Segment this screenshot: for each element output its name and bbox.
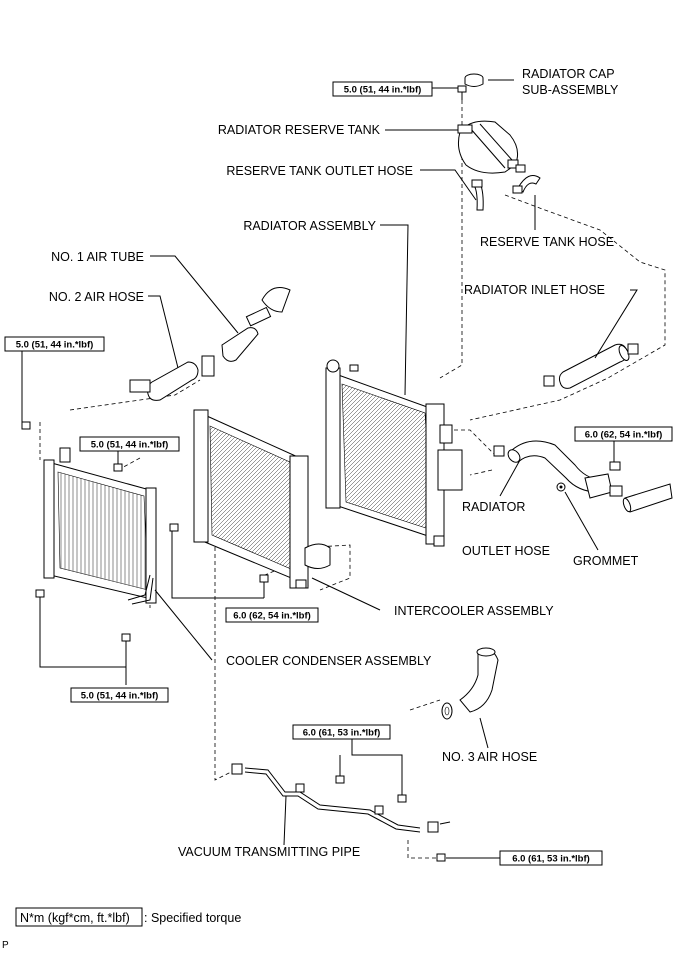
- reserve-tank-outlet-hose[interactable]: [471, 179, 484, 211]
- pipe-bolt-lower[interactable]: [436, 853, 446, 862]
- part-labels: RADIATOR CAP SUB-ASSEMBLY RADIATOR RESER…: [49, 67, 639, 859]
- grommet[interactable]: [556, 482, 566, 492]
- label-reserve-tank-outlet-hose: RESERVE TANK OUTLET HOSE: [226, 164, 413, 178]
- torque-box-intercooler-bolt: 6.0 (62, 54 in.*lbf): [225, 607, 319, 623]
- label-no1-air-tube: NO. 1 AIR TUBE: [51, 250, 144, 264]
- cooler-condenser-assembly[interactable]: [43, 447, 157, 605]
- svg-text:5.0 (51, 44 in.*lbf): 5.0 (51, 44 in.*lbf): [91, 440, 169, 451]
- leader-lines: [21, 79, 638, 859]
- label-radiator-cap-line1: RADIATOR CAP: [522, 67, 615, 81]
- label-no2-air-hose: NO. 2 AIR HOSE: [49, 290, 144, 304]
- outlet-extension-hose[interactable]: [622, 483, 673, 513]
- label-radiator-inlet-hose: RADIATOR INLET HOSE: [464, 283, 605, 297]
- torque-box-cap-bolt: 5.0 (51, 44 in.*lbf): [332, 81, 433, 97]
- radiator-outlet-hose[interactable]: [493, 440, 623, 499]
- label-reserve-tank-hose: RESERVE TANK HOSE: [480, 235, 614, 249]
- vacuum-transmitting-pipe[interactable]: [231, 763, 451, 833]
- label-radiator-reserve-tank: RADIATOR RESERVE TANK: [218, 123, 381, 137]
- cap-bolt[interactable]: [457, 85, 467, 100]
- footer-code: P: [2, 940, 9, 951]
- torque-box-condenser-bottom-bolt: 5.0 (51, 44 in.*lbf): [70, 687, 169, 703]
- radiator-assembly[interactable]: [325, 359, 463, 547]
- intercooler-assembly[interactable]: [193, 409, 331, 589]
- condenser-bottom-bolt[interactable]: [121, 633, 131, 642]
- condenser-left-bolt[interactable]: [21, 421, 45, 598]
- torque-box-outlet-bracket-bolt: 6.0 (62, 54 in.*lbf): [574, 426, 673, 442]
- svg-text:6.0 (62, 54 in.*lbf): 6.0 (62, 54 in.*lbf): [233, 611, 311, 622]
- legend-unit: N*m (kgf*cm, ft.*lbf): [20, 911, 130, 925]
- pipe-bolt-upper[interactable]: [335, 775, 407, 803]
- reserve-tank-hose[interactable]: [512, 164, 541, 194]
- legend-text: : Specified torque: [144, 911, 241, 925]
- radiator-inlet-hose[interactable]: [543, 343, 639, 389]
- torque-box-pipe-bolt-upper: 6.0 (61, 53 in.*lbf): [292, 724, 391, 740]
- svg-text:6.0 (61, 53 in.*lbf): 6.0 (61, 53 in.*lbf): [512, 854, 590, 865]
- intercooler-bolt[interactable]: [259, 574, 269, 583]
- torque-box-pipe-bolt-lower: 6.0 (61, 53 in.*lbf): [499, 850, 603, 866]
- label-cooler-condenser-assembly: COOLER CONDENSER ASSEMBLY: [226, 654, 432, 668]
- label-intercooler-assembly: INTERCOOLER ASSEMBLY: [394, 604, 554, 618]
- label-radiator-outlet-hose-line1: RADIATOR: [462, 500, 525, 514]
- torque-box-condenser-top-bolt: 5.0 (51, 44 in.*lbf): [4, 336, 105, 352]
- intercooler-left-bolt[interactable]: [169, 523, 179, 532]
- label-no3-air-hose: NO. 3 AIR HOSE: [442, 750, 537, 764]
- no3-air-hose[interactable]: [441, 647, 499, 720]
- condenser-top-bolt[interactable]: [113, 463, 123, 472]
- svg-text:5.0 (51, 44 in.*lbf): 5.0 (51, 44 in.*lbf): [344, 85, 422, 96]
- guide-lines: [39, 100, 666, 859]
- no1-air-tube[interactable]: [201, 287, 291, 377]
- radiator-cap[interactable]: [464, 73, 484, 87]
- label-radiator-outlet-hose-line2: OUTLET HOSE: [462, 544, 550, 558]
- torque-box-intercooler-top-bolt: 5.0 (51, 44 in.*lbf): [79, 436, 180, 452]
- svg-text:5.0 (51, 44 in.*lbf): 5.0 (51, 44 in.*lbf): [81, 691, 159, 702]
- label-radiator-cap-line2: SUB-ASSEMBLY: [522, 83, 619, 97]
- svg-text:5.0 (51, 44 in.*lbf): 5.0 (51, 44 in.*lbf): [16, 340, 94, 351]
- label-radiator-assembly: RADIATOR ASSEMBLY: [243, 219, 376, 233]
- svg-text:6.0 (61, 53 in.*lbf): 6.0 (61, 53 in.*lbf): [303, 728, 381, 739]
- no2-air-hose[interactable]: [129, 361, 199, 401]
- label-grommet: GROMMET: [573, 554, 639, 568]
- svg-text:6.0 (62, 54 in.*lbf): 6.0 (62, 54 in.*lbf): [585, 430, 663, 441]
- radiator-reserve-tank[interactable]: [457, 120, 519, 174]
- torque-legend: N*m (kgf*cm, ft.*lbf) : Specified torque: [15, 907, 241, 927]
- label-vacuum-transmitting-pipe: VACUUM TRANSMITTING PIPE: [178, 845, 360, 859]
